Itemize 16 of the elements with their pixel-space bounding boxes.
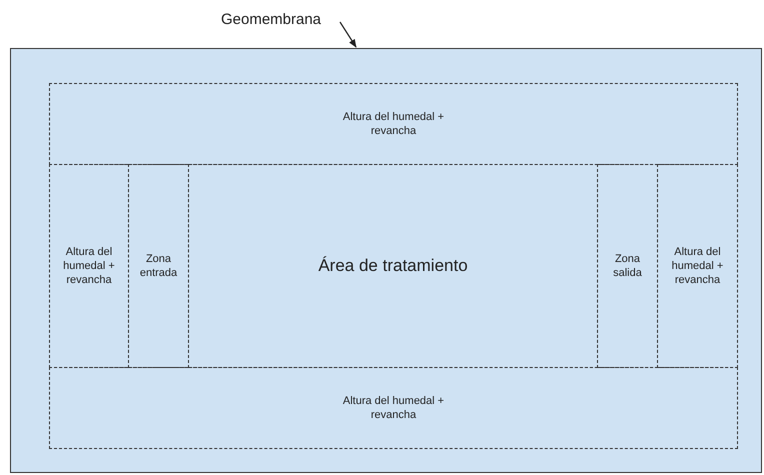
zone-region	[657, 164, 738, 368]
zone-label: Zona salida	[612, 252, 643, 280]
zone-label: Altura del humedal + revancha	[672, 245, 724, 287]
geomembrane-area	[10, 48, 762, 473]
zone-region	[597, 164, 658, 368]
zone-region	[49, 164, 129, 368]
zone-label: Altura del humedal + revancha	[342, 110, 446, 138]
zone-label: Altura del humedal + revancha	[63, 245, 115, 287]
leader-line	[340, 22, 356, 48]
zone-region	[49, 83, 738, 165]
zone-label: Altura del humedal + revancha	[342, 394, 446, 422]
zone-region	[128, 164, 189, 368]
zone-label: Zona entrada	[138, 252, 178, 280]
callout-label: Geomembrana	[220, 11, 322, 29]
zone-region	[49, 367, 738, 449]
zone-region	[188, 164, 598, 368]
